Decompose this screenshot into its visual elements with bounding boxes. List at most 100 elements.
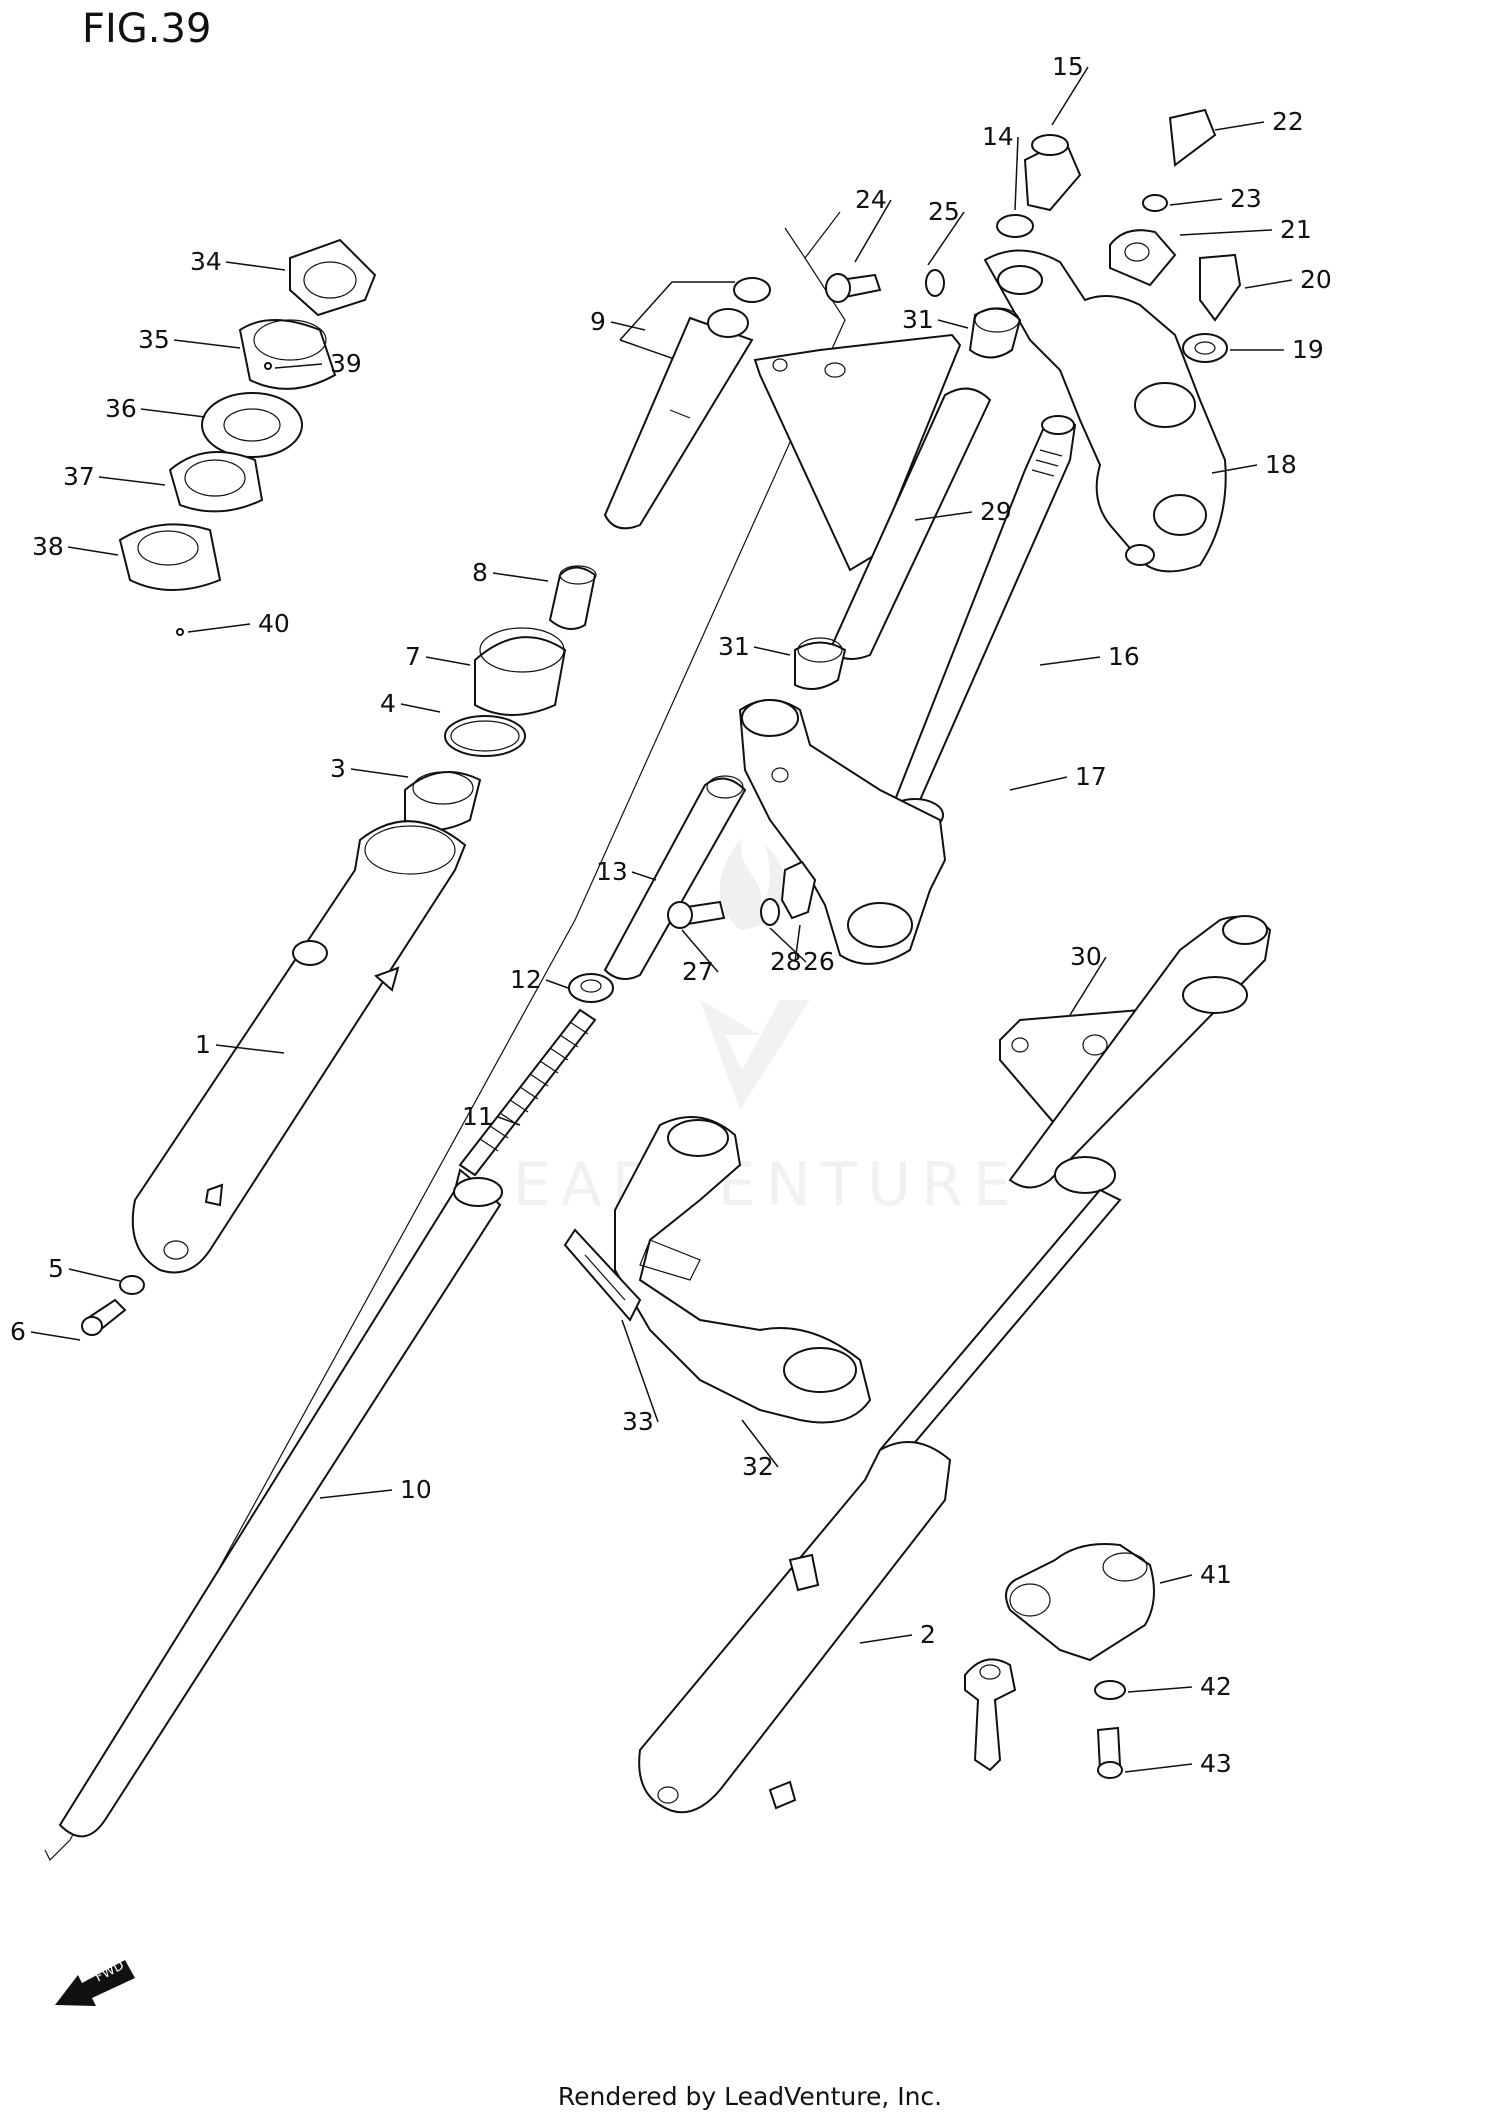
callout-39: 39 bbox=[330, 349, 362, 378]
callout-36: 36 bbox=[105, 394, 137, 423]
callout-3: 3 bbox=[330, 754, 346, 783]
part-38-race bbox=[118, 523, 222, 591]
part-39-ball bbox=[264, 362, 272, 370]
callout-31: 31 bbox=[902, 305, 934, 334]
assembly-boundary bbox=[44, 211, 846, 1862]
callout-37: 37 bbox=[63, 462, 95, 491]
part-7-oil-lock bbox=[474, 627, 567, 716]
part-33-plate bbox=[563, 1228, 642, 1322]
part-32-under-bracket bbox=[614, 1116, 872, 1424]
part-42-washer bbox=[1094, 1680, 1126, 1700]
part-40-ball bbox=[176, 628, 184, 636]
callout-6: 6 bbox=[10, 1317, 26, 1346]
leader-line-17 bbox=[1009, 776, 1068, 791]
part-2-fork-assembly bbox=[638, 915, 1272, 1814]
part-37-bearing bbox=[168, 451, 264, 513]
callout-28: 28 bbox=[770, 947, 802, 976]
callout-19: 19 bbox=[1292, 335, 1324, 364]
part-1-outer-tube bbox=[131, 820, 467, 1274]
callout-27: 27 bbox=[682, 957, 714, 986]
part-43-screw bbox=[1096, 1726, 1123, 1779]
leader-line-11 bbox=[497, 1116, 521, 1126]
lower-bracket bbox=[738, 699, 947, 965]
callout-17: 17 bbox=[1075, 762, 1107, 791]
leader-line-20 bbox=[1244, 279, 1293, 289]
callout-22: 22 bbox=[1272, 107, 1304, 136]
callout-34: 34 bbox=[190, 247, 222, 276]
part-8-piston bbox=[548, 565, 597, 630]
callout-11: 11 bbox=[462, 1102, 494, 1131]
leader-line-35 bbox=[173, 339, 241, 349]
part-5-washer bbox=[119, 1275, 145, 1295]
watermark-text: LEADVENTURE bbox=[469, 1150, 1021, 1220]
callout-5: 5 bbox=[48, 1254, 64, 1283]
footer-credit: Rendered by LeadVenture, Inc. bbox=[557, 2082, 943, 2111]
part-25-washer bbox=[925, 269, 945, 297]
leader-line-1 bbox=[215, 1044, 285, 1054]
part-22-bolt bbox=[1168, 108, 1217, 167]
leader-line-13 bbox=[631, 871, 657, 881]
leader-line-33 bbox=[621, 1319, 659, 1423]
part-4-snap-ring bbox=[444, 715, 526, 757]
part-41-ignition-switch bbox=[1005, 1543, 1155, 1662]
callout-12: 12 bbox=[510, 965, 542, 994]
part-20-bolt bbox=[1199, 253, 1242, 322]
leader-line-37 bbox=[98, 476, 166, 486]
ignition-key-icon bbox=[964, 1658, 1017, 1772]
leader-line-30 bbox=[1069, 956, 1107, 1016]
leader-line-15 bbox=[1051, 66, 1089, 126]
callout-13: 13 bbox=[596, 857, 628, 886]
part-15-cap-bolt bbox=[1023, 134, 1082, 212]
leader-line-31 bbox=[753, 646, 791, 656]
callout-14: 14 bbox=[982, 122, 1014, 151]
part-14-o-ring bbox=[996, 214, 1034, 238]
callout-4: 4 bbox=[380, 689, 396, 718]
leader-line-40 bbox=[187, 623, 251, 633]
part-31-upper-seal bbox=[968, 307, 1022, 359]
callout-31: 31 bbox=[718, 632, 750, 661]
figure-title: FIG.39 bbox=[82, 6, 212, 52]
part-9-damper-rod bbox=[603, 277, 771, 530]
leader-line-24 bbox=[854, 199, 892, 263]
leader-line-12 bbox=[545, 979, 569, 989]
leader-line-41 bbox=[1159, 1574, 1193, 1584]
callout-43: 43 bbox=[1200, 1749, 1232, 1778]
callout-2: 2 bbox=[920, 1620, 936, 1649]
part-12-seat bbox=[568, 973, 614, 1003]
leader-line-2 bbox=[859, 1634, 913, 1644]
callout-42: 42 bbox=[1200, 1672, 1232, 1701]
leader-line-14 bbox=[1014, 136, 1019, 211]
leader-line-38 bbox=[67, 546, 119, 556]
leader-line-3 bbox=[350, 768, 409, 778]
callout-35: 35 bbox=[138, 325, 170, 354]
part-36-ring bbox=[201, 392, 303, 458]
leader-line-18 bbox=[1211, 464, 1258, 474]
leader-line-23 bbox=[1169, 198, 1223, 206]
callout-16: 16 bbox=[1108, 642, 1140, 671]
callout-1: 1 bbox=[195, 1030, 211, 1059]
callout-9: 9 bbox=[590, 307, 606, 336]
part-11-spring bbox=[458, 1008, 597, 1177]
leader-line-9 bbox=[610, 321, 646, 331]
callout-21: 21 bbox=[1280, 215, 1312, 244]
callout-15: 15 bbox=[1052, 52, 1084, 81]
leader-line-39 bbox=[274, 363, 323, 369]
leader-line-7 bbox=[425, 656, 471, 666]
part-19-washer bbox=[1182, 333, 1228, 363]
part-13-spacer bbox=[603, 775, 747, 980]
callout-41: 41 bbox=[1200, 1560, 1232, 1589]
leader-line-4 bbox=[400, 703, 441, 713]
leader-lines bbox=[30, 66, 1293, 1773]
callout-10: 10 bbox=[400, 1475, 432, 1504]
callout-8: 8 bbox=[472, 558, 488, 587]
part-21-clamp bbox=[1109, 229, 1177, 287]
part-31-lower-seal bbox=[794, 637, 847, 690]
leader-line-31 bbox=[937, 319, 969, 329]
callout-38: 38 bbox=[32, 532, 64, 561]
leader-line-10 bbox=[319, 1489, 393, 1499]
leader-line-16 bbox=[1039, 656, 1101, 666]
part-34-nut bbox=[289, 238, 377, 317]
leader-line-8 bbox=[492, 572, 549, 582]
